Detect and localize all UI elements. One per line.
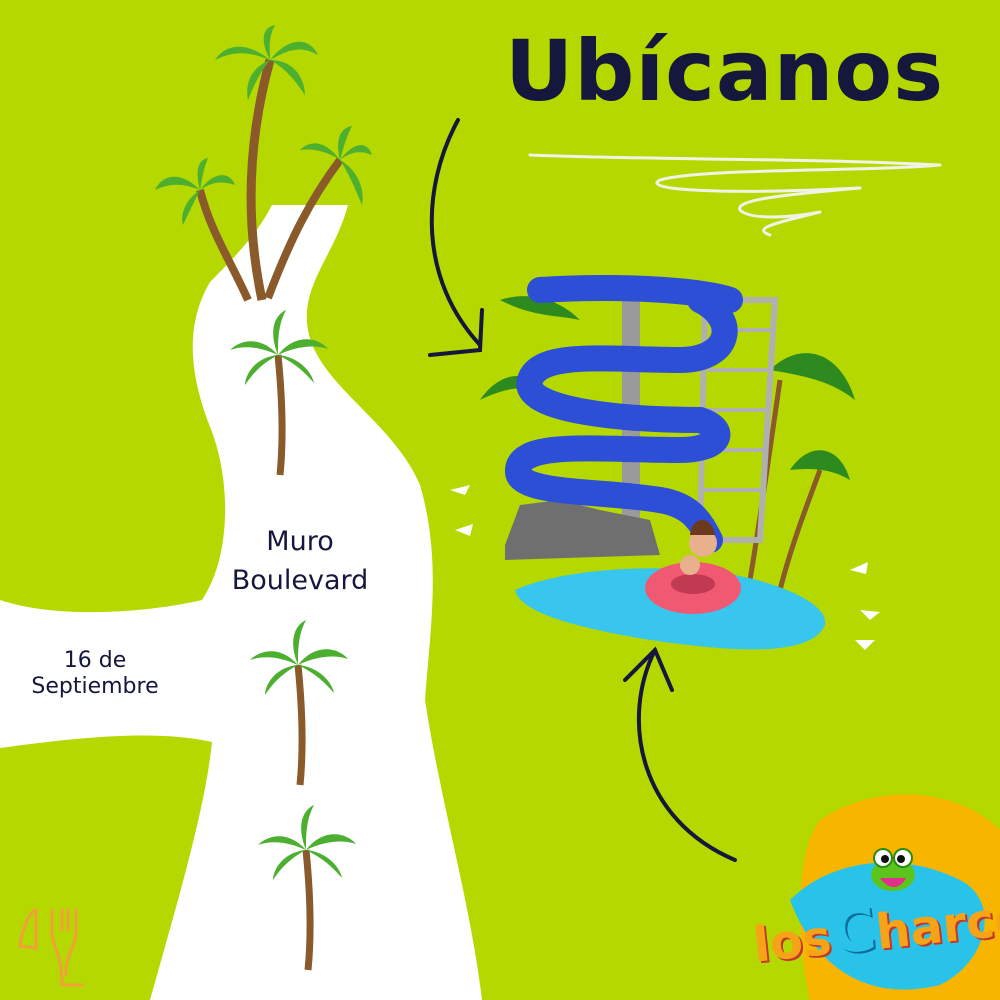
street-label-line: 16 de xyxy=(63,648,127,673)
arrow-icon xyxy=(428,118,484,357)
waterslide-illustration xyxy=(450,275,880,650)
frog-mascot-icon xyxy=(871,848,915,891)
road xyxy=(0,205,482,1000)
restaurant-icon xyxy=(18,908,84,987)
palm-tree-icon xyxy=(155,25,372,302)
street-label-line: Septiembre xyxy=(31,674,159,700)
street-label-line: Muro xyxy=(266,526,334,557)
street-label-muro-boulevard: Muro Boulevard xyxy=(205,522,395,600)
logo-text-harcos: harcos xyxy=(873,886,1000,961)
page-title: Ubícanos xyxy=(505,22,945,120)
logo-text-c: C xyxy=(826,891,880,969)
arrow-icon xyxy=(623,646,737,862)
water-splash xyxy=(790,862,985,990)
street-label-16-de-septiembre: 16 de Septiembre xyxy=(10,648,180,701)
logo-text-los: los xyxy=(750,909,834,974)
street-label-line: Boulevard xyxy=(231,565,369,597)
title-underline xyxy=(528,153,942,237)
